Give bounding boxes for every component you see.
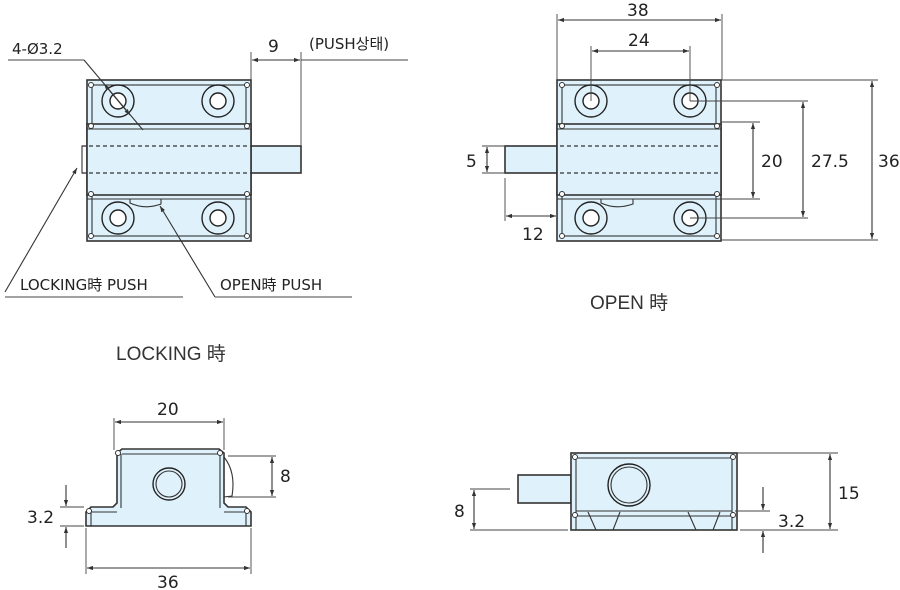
- slot-band: [86, 123, 252, 196]
- hole-pitch-x-dim: 24: [628, 31, 650, 51]
- hole-note: 4-Ø3.2: [12, 40, 63, 58]
- latch-pin: [245, 145, 302, 174]
- latch-pin: [504, 145, 561, 174]
- push-state-label: (PUSH상태): [309, 35, 389, 53]
- open-caption: OPEN 時: [590, 292, 668, 314]
- pin-protrusion-dim: 12: [522, 225, 544, 245]
- latch-side-body: [570, 452, 738, 531]
- slot-band: [556, 123, 722, 196]
- open-push-button: [600, 199, 634, 208]
- overall-height-dim: 36: [878, 152, 900, 172]
- open-top-view: 38 24 5 12 20 27.5 36 OPEN 時: [466, 1, 900, 314]
- push-stroke-dim: 9: [268, 37, 279, 57]
- side-pin-cap: [223, 456, 234, 498]
- side-hole: [607, 463, 651, 507]
- pin-height-dim: 8: [454, 502, 465, 522]
- open-side-view: 8 3.2 15: [454, 452, 860, 553]
- flange-thickness-dim: 3.2: [778, 512, 805, 532]
- open-push-callout: OPEN時 PUSH: [220, 276, 322, 294]
- locking-push-callout: LOCKING時 PUSH: [20, 276, 148, 294]
- overall-width-dim: 36: [157, 573, 179, 590]
- latch-pin: [517, 474, 572, 504]
- open-push-button: [129, 199, 162, 208]
- hole-pitch-y-dim: 27.5: [811, 152, 849, 172]
- flange-thickness-dim: 3.2: [27, 508, 54, 528]
- top-width-dim: 20: [157, 400, 179, 420]
- locking-side-view: 20 8 3.2 36: [27, 400, 291, 590]
- corner-chamfers: [88, 82, 250, 239]
- corner-chamfers: [559, 82, 720, 239]
- locking-caption: LOCKING 時: [116, 343, 226, 365]
- side-hole: [152, 467, 186, 501]
- locking-top-view: 4-Ø3.2 9 (PUSH상태) LOCKING時 PUSH OPEN時 PU…: [4, 35, 408, 365]
- overall-width-dim: 38: [627, 1, 649, 21]
- slot-width-dim: 20: [761, 152, 783, 172]
- pin-width-dim: 5: [466, 152, 477, 172]
- pin-height-dim: 8: [280, 467, 291, 487]
- overall-height-dim: 15: [838, 484, 860, 504]
